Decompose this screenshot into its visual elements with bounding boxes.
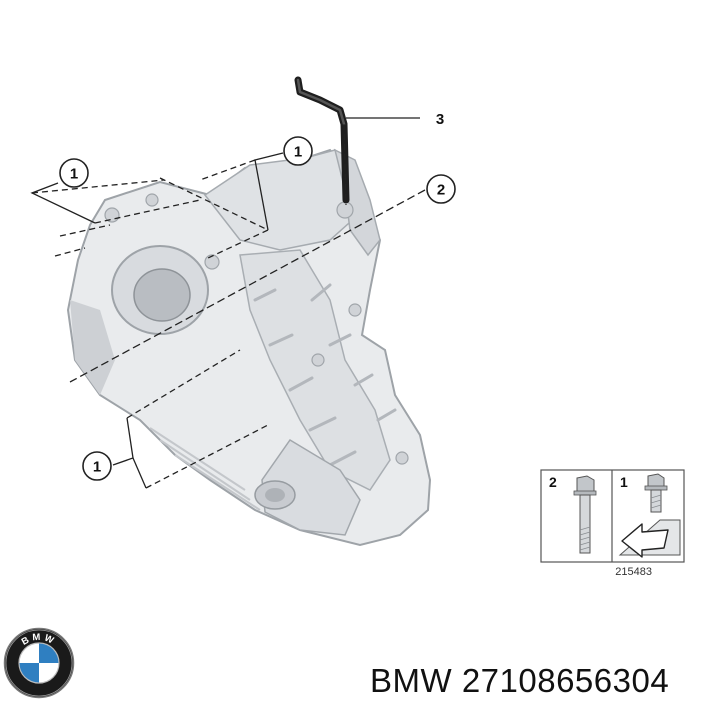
callout-1-bottom-left: 1	[82, 451, 112, 481]
callout-3-label: 3	[436, 111, 444, 128]
callout-2-right: 2	[426, 174, 456, 204]
part-number-caption: BMW 27108656304	[370, 662, 670, 699]
long-bolt-icon	[573, 475, 597, 554]
fastener-legend: 2 1	[540, 469, 685, 578]
callout-1-top-left: 1	[59, 158, 89, 188]
short-bolt-icon	[644, 473, 668, 513]
callout-1-top-center: 1	[283, 136, 313, 166]
transfer-case-housing	[66, 148, 432, 547]
logo-letters: BMW	[20, 632, 58, 648]
callout-3-top-right: 3	[436, 111, 444, 128]
legend-item-1-label: 1	[620, 474, 628, 490]
callout-1-bottom-left-label: 1	[93, 459, 101, 476]
callout-2-right-label: 2	[437, 182, 445, 199]
callout-1-top-center-label: 1	[294, 144, 302, 161]
reference-number: 215483	[615, 566, 652, 578]
thread-direction-arrow-icon	[618, 519, 681, 558]
callout-1-top-left-label: 1	[70, 166, 78, 183]
legend-item-2-label: 2	[549, 474, 557, 490]
vent-hose-part-3	[294, 76, 350, 206]
bmw-roundel-icon: BMW	[3, 627, 75, 699]
leader-lines	[30, 117, 426, 489]
